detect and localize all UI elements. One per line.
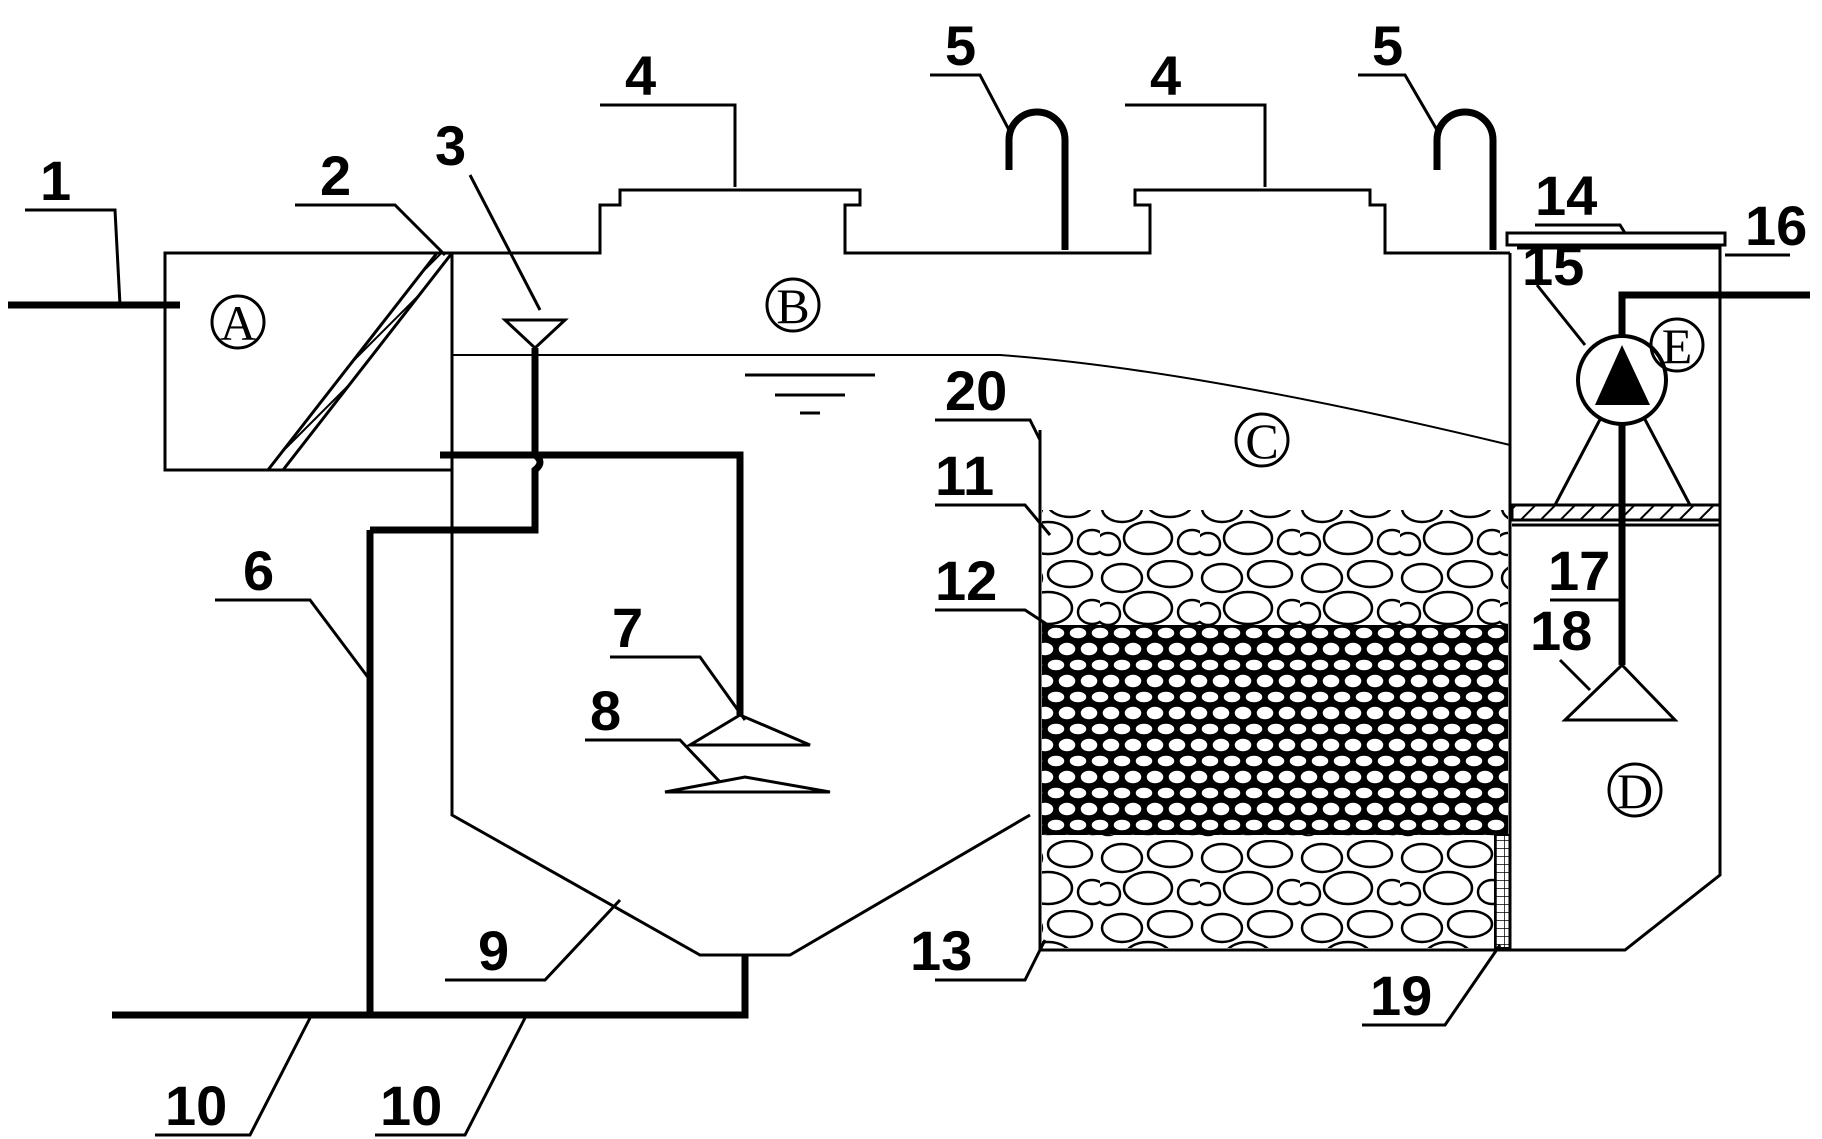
filter-layer-coarse-bottom xyxy=(1042,835,1495,948)
main-tank-outline xyxy=(450,188,1512,957)
inlet-distributor xyxy=(501,318,569,351)
label-2: 2 xyxy=(320,144,351,207)
svg-text:B: B xyxy=(776,278,809,334)
label-11: 11 xyxy=(935,444,994,507)
svg-text:C: C xyxy=(1245,413,1278,469)
label-10-right: 10 xyxy=(380,1074,442,1137)
air-pipe xyxy=(440,451,744,715)
water-level-symbol xyxy=(745,373,875,415)
svg-text:E: E xyxy=(1662,318,1693,374)
svg-text:D: D xyxy=(1617,763,1653,819)
zone-b: B xyxy=(765,277,821,334)
filter-mesh xyxy=(1494,834,1511,949)
label-1: 1 xyxy=(40,149,71,212)
filter-layer-fine xyxy=(1042,625,1508,835)
inlet-riser-pipe xyxy=(370,348,544,534)
label-4-left: 4 xyxy=(625,44,656,107)
label-3: 3 xyxy=(435,114,466,177)
label-5-right: 5 xyxy=(1372,14,1403,77)
zone-e: E xyxy=(1649,317,1705,374)
label-17: 17 xyxy=(1548,539,1610,602)
label-18: 18 xyxy=(1530,599,1592,662)
label-4-right: 4 xyxy=(1150,44,1181,107)
clear-water-tank xyxy=(1510,246,1722,952)
label-15: 15 xyxy=(1522,234,1584,297)
bar-screen xyxy=(264,251,456,472)
label-12: 12 xyxy=(935,549,997,612)
label-20: 20 xyxy=(945,359,1007,422)
label-7: 7 xyxy=(612,596,643,659)
label-16: 16 xyxy=(1745,194,1807,257)
label-14: 14 xyxy=(1535,164,1597,227)
label-6: 6 xyxy=(243,539,274,602)
pump-triangle xyxy=(1595,345,1650,405)
aerator xyxy=(684,713,811,747)
label-13: 13 xyxy=(910,919,972,982)
label-9: 9 xyxy=(478,919,509,982)
suction-head xyxy=(1561,662,1679,722)
pump-support xyxy=(1553,409,1692,506)
label-19: 19 xyxy=(1370,964,1432,1027)
zone-d: D xyxy=(1607,762,1663,819)
discharge-pipe xyxy=(112,955,749,1019)
zone-c: C xyxy=(1234,412,1290,469)
vent-pipe-left xyxy=(1005,108,1069,250)
label-5-left: 5 xyxy=(945,14,976,77)
vent-pipe-right xyxy=(1433,108,1497,250)
label-8: 8 xyxy=(590,679,621,742)
filter-layer-coarse-top xyxy=(1042,510,1508,625)
tank-cover xyxy=(1505,231,1727,247)
svg-text:A: A xyxy=(220,295,256,351)
leader-lines xyxy=(25,73,1790,1137)
pump-platform xyxy=(1510,503,1722,522)
pump-outlet-pipe xyxy=(1618,291,1810,336)
label-10-left: 10 xyxy=(165,1074,227,1137)
zone-a: A xyxy=(210,294,266,351)
water-surface xyxy=(452,354,1511,446)
diffuser-plate xyxy=(664,775,831,794)
screen-chamber-a xyxy=(163,251,456,472)
